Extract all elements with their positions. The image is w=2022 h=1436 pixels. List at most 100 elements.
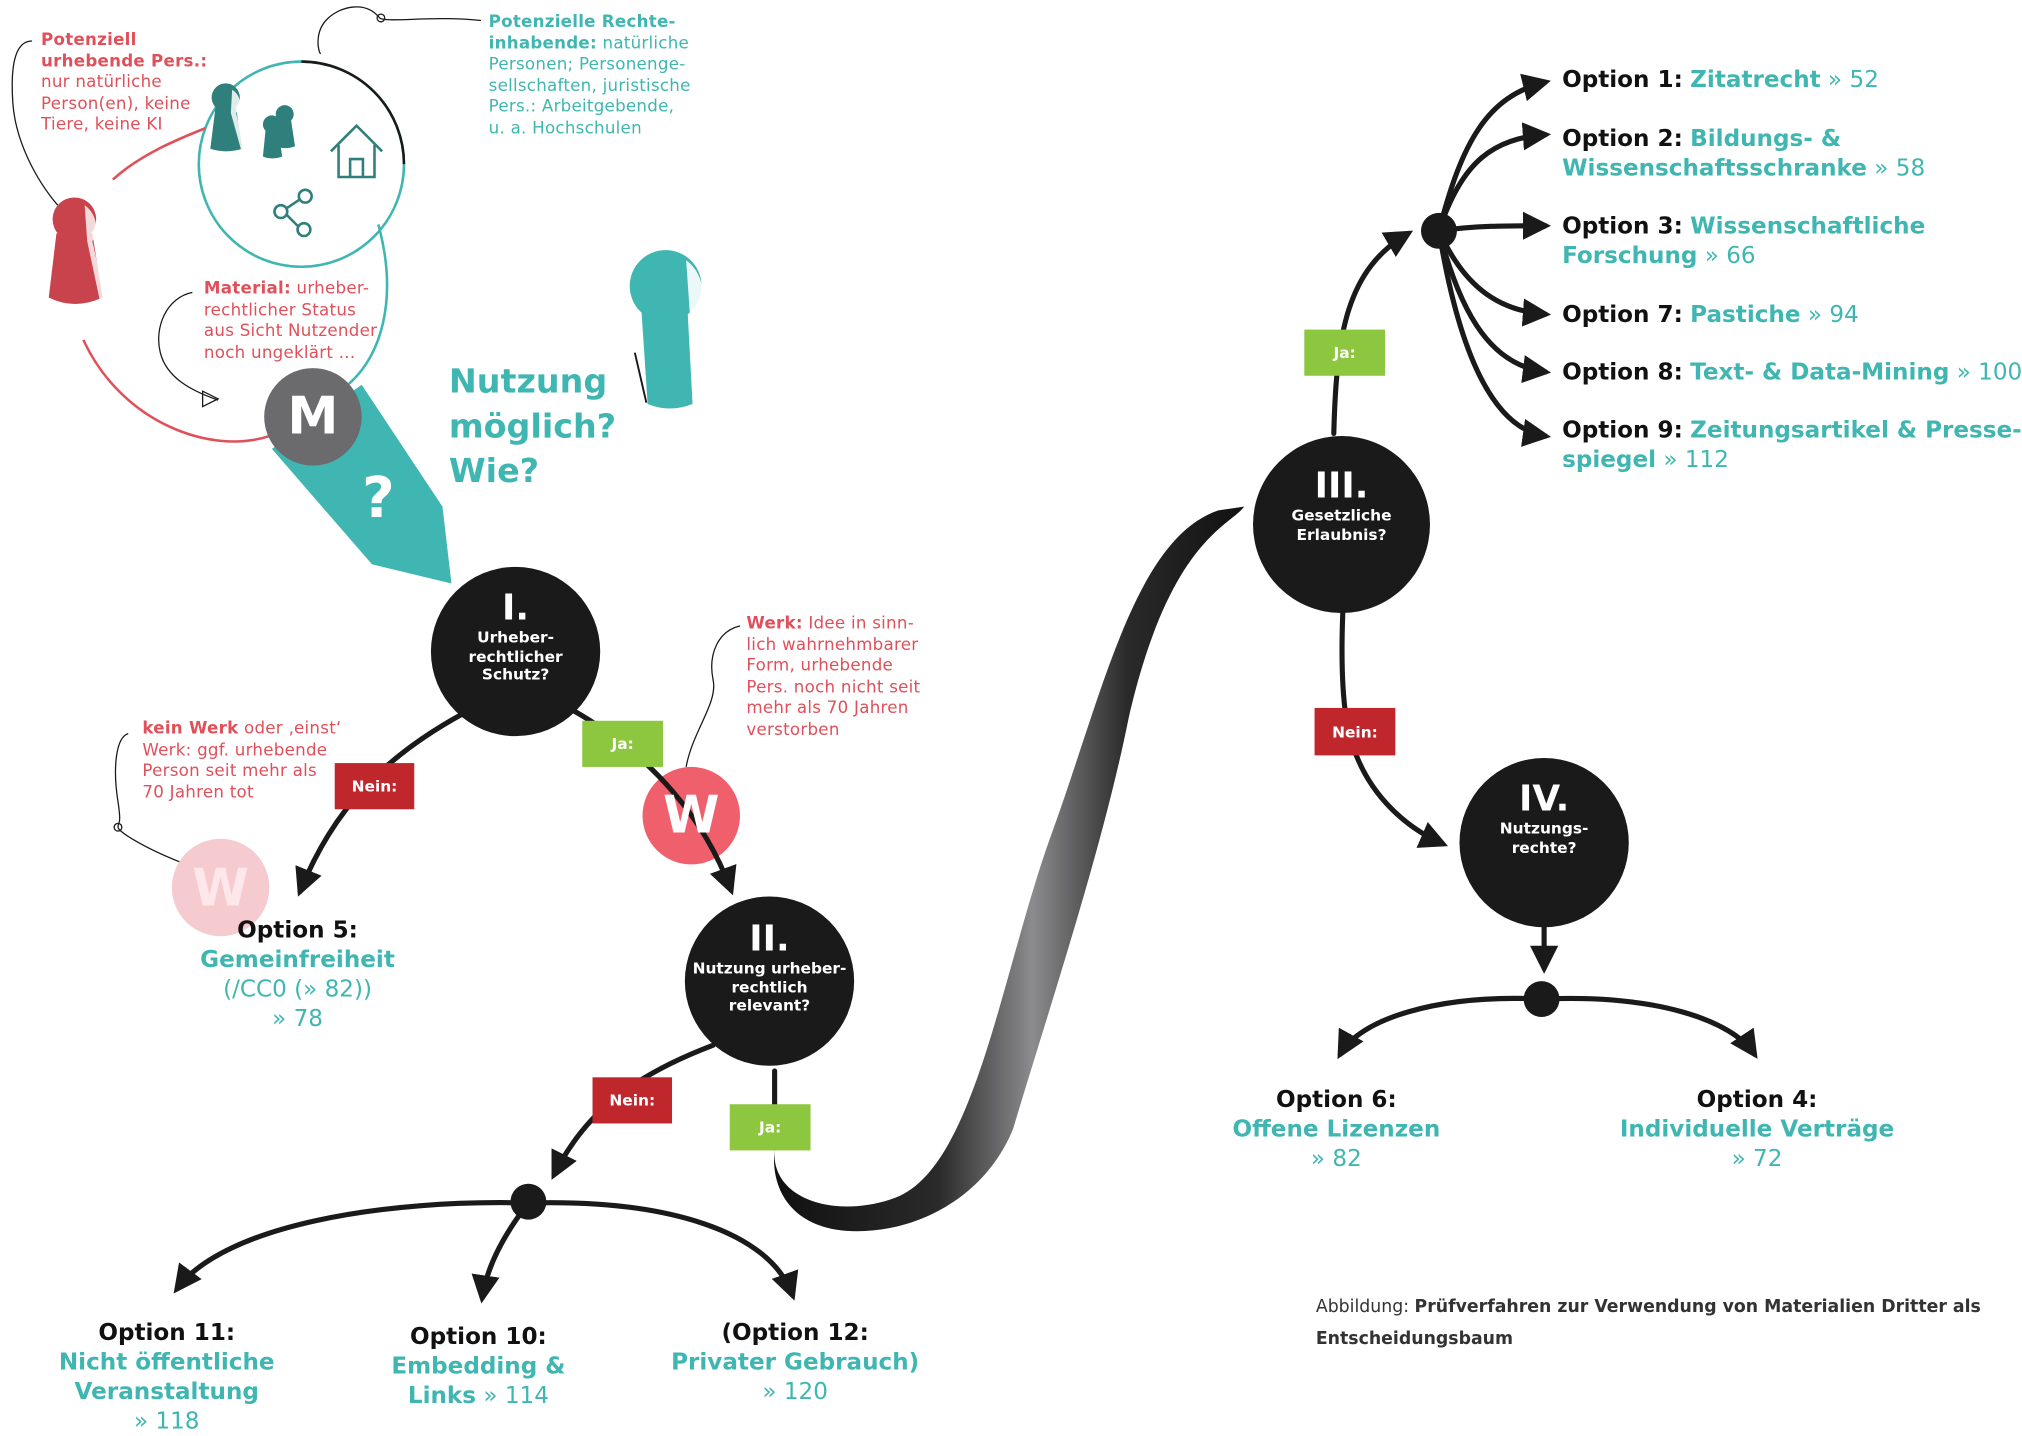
caption-prefix: Abbildung: (1315, 1296, 1415, 1318)
option-3-name: Wissenschaftliche (1690, 212, 1926, 240)
node-iii-circle (1253, 436, 1430, 614)
node-ii: II. Nutzung urheber- rechtlich relevant? (693, 918, 847, 1015)
annotation-werk-text: Idee in sinn- lich wahrnehmbarer Form, u… (746, 614, 921, 740)
share-network-icon (273, 188, 313, 238)
annotation-leaders (11, 6, 741, 863)
figure-caption: Abbildung: Prüfverfahren zur Verwendung … (1316, 1291, 1983, 1355)
node-iii: III. Gesetzliche Erlaubnis? (1277, 464, 1405, 544)
annotation-rechteinhabende-text: natürliche Personen; Personenge- sellsch… (488, 33, 691, 138)
work-badge-letter: W (662, 786, 720, 846)
annotation-kein-werk-title: kein Werk (142, 719, 239, 739)
junction-dot (1523, 981, 1560, 1018)
option-1: Option 1: Zitatrecht » 52 (1562, 65, 1879, 94)
usage-question: Nutzung möglich? Wie? (448, 362, 617, 492)
annotation-urhebende: Potenziell urhebende Pers.: nur natürlic… (41, 31, 207, 137)
tag-node-iii-ja: Ja: (1304, 329, 1386, 376)
keyhole-person-icon (629, 250, 714, 409)
option-7: Option 7: Pastiche » 94 (1562, 300, 1859, 329)
node-ii-number: II. (749, 916, 790, 960)
option-10: Option 10: Embedding & Links » 114 (363, 1322, 594, 1410)
person-red-icon (48, 197, 106, 304)
option-9: Option 9: Zeitungsartikel & Presse- spie… (1562, 416, 2022, 475)
annotation-rechteinhabende-title: Potenzielle Rechte- inhabende: (488, 12, 676, 54)
option-3-name-cont: Forschung (1562, 242, 1698, 270)
junction-dot (1421, 212, 1457, 249)
node-iii-number: III. (1314, 464, 1369, 507)
option-12-name: Privater Gebrauch) (671, 1349, 920, 1377)
option-5-cc0: (/CC0 (» 82)) (223, 975, 372, 1003)
node-i: I. Urheber- rechtlicher Schutz? (451, 587, 579, 684)
person-link-red (111, 127, 206, 181)
option-10-name-cont: Links (407, 1382, 477, 1410)
option-8-page: » 100 (1956, 359, 2022, 387)
option-1-page: » 52 (1828, 66, 1879, 94)
option-9-page: » 112 (1663, 446, 1729, 474)
tag-node-ii-ja: Ja: (729, 1104, 811, 1151)
option-8-name: Text- & Data-Mining (1690, 359, 1950, 387)
annotation-rechteinhabende: Potenzielle Rechte- inhabende: natürlich… (489, 13, 691, 140)
option-8-label: Option 8: (1562, 359, 1683, 387)
work-faded-circle (171, 838, 270, 937)
option-5-label: Option 5: (237, 916, 358, 944)
option-12: (Option 12: Privater Gebrauch) » 120 (654, 1318, 936, 1406)
option-2-name: Bildungs- & (1690, 125, 1842, 153)
option-4-name: Individuelle Verträge (1619, 1115, 1895, 1143)
option-8: Option 8: Text- & Data-Mining » 100 (1562, 358, 2022, 387)
option-4: Option 4: Individuelle Verträge » 72 (1603, 1085, 1911, 1173)
option-5: Option 5: Gemeinfreiheit (/CC0 (» 82)) »… (169, 916, 426, 1034)
option-7-label: Option 7: (1562, 301, 1683, 329)
material-badge-letter: M (287, 387, 339, 447)
annotation-material: Material: urheber- rechtlicher Status au… (204, 280, 377, 365)
option-11-label: Option 11: (98, 1319, 236, 1347)
node-iv-question: Nutzungs- rechte? (1499, 819, 1589, 857)
option-2-label: Option 2: (1562, 125, 1683, 153)
material-badge-circle (264, 368, 362, 466)
option-2-name-cont: Wissenschaftsschranke (1562, 155, 1867, 183)
option-7-page: » 94 (1807, 301, 1859, 329)
junction-dot (510, 1183, 547, 1220)
caption-title: Prüfverfahren zur Verwendung von Materia… (1414, 1296, 1981, 1318)
annotation-kein-werk: kein Werk oder ‚einst‘ Werk: ggf. urhebe… (142, 719, 341, 804)
node-iv: IV. Nutzungs- rechte? (1480, 778, 1608, 856)
annotation-werk: Werk: Idee in sinn- lich wahrnehmbarer F… (746, 614, 920, 741)
node-i-number: I. (502, 586, 530, 629)
material-arc-teal (339, 224, 389, 393)
work-faded-letter: W (192, 859, 249, 919)
option-5-name: Gemeinfreiheit (200, 946, 395, 974)
option-6: Option 6: Offene Lizenzen » 82 (1208, 1085, 1465, 1173)
house-icon (329, 123, 384, 179)
option-3: Option 3: Wissenschaftliche Forschung » … (1562, 212, 1925, 271)
rights-circle (197, 60, 406, 269)
option-7-name: Pastiche (1690, 301, 1801, 329)
option-6-label: Option 6: (1275, 1086, 1397, 1114)
option-6-name: Offene Lizenzen (1232, 1115, 1441, 1143)
tag-node-i-ja: Ja: (582, 720, 664, 767)
node-ii-circle (684, 896, 855, 1066)
option-9-name: Zeitungsartikel & Presse- (1690, 416, 2022, 444)
annotation-werk-title: Werk: (746, 614, 803, 634)
node-i-question: Urheber- rechtlicher Schutz? (468, 628, 563, 684)
question-mark-icon: ? (361, 465, 395, 531)
option-10-label: Option 10: (409, 1323, 547, 1351)
option-10-page: » 114 (483, 1382, 549, 1410)
option-4-label: Option 4: (1696, 1086, 1818, 1114)
option-11-page: » 118 (133, 1408, 200, 1436)
annotation-urhebende-title: Potenziell urhebende Pers.: (41, 30, 208, 72)
tag-node-iii-nein: Nein: (1314, 707, 1396, 756)
tag-node-i-nein: Nein: (334, 763, 415, 810)
annotation-material-text: urheber- rechtlicher Status aus Sicht Nu… (203, 279, 378, 363)
node-iii-question: Gesetzliche Erlaubnis? (1291, 506, 1392, 544)
option-12-page: » 120 (762, 1378, 828, 1406)
option-10-name: Embedding & (391, 1353, 566, 1380)
tag-node-ii-nein: Nein: (592, 1077, 673, 1124)
option-12-label: (Option 12: (721, 1319, 869, 1347)
material-arc-red (82, 339, 270, 443)
persons-group-icon (262, 105, 295, 159)
option-3-page: » 66 (1704, 242, 1756, 270)
caption-title-cont: Entscheidungsbaum (1315, 1328, 1514, 1350)
option-1-label: Option 1: (1562, 66, 1683, 94)
option-4-page: » 72 (1731, 1145, 1783, 1173)
option-1-name: Zitatrecht (1690, 66, 1821, 94)
